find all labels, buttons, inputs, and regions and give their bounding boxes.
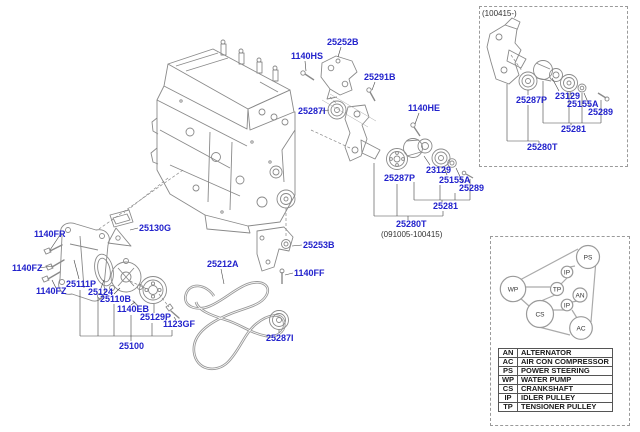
pulley-code-an: AN (575, 292, 584, 299)
belt-routing-box (490, 236, 630, 426)
part-label-25129P: 25129P (140, 312, 172, 322)
legend-name: TENSIONER PULLEY (517, 402, 613, 412)
part-label-091005100415: (091005-100415) (381, 230, 443, 239)
part-label-1140HE: 1140HE (408, 103, 441, 113)
part-label-1123GF: 1123GF (163, 319, 196, 329)
pulley-code-cs: CS (535, 311, 545, 318)
part-label-25280T: 25280T (527, 142, 558, 152)
part-label-25289: 25289 (459, 183, 485, 193)
part-label-25253B: 25253B (303, 240, 335, 250)
part-label-25280T: 25280T (396, 219, 427, 229)
pulley-circle-ip (560, 298, 574, 312)
mount-bracket-25252B-drawing (300, 55, 376, 120)
belt-routing-diagram: PS IP WP TP AN IP CS AC (499, 244, 601, 340)
late-tensioner-assembly-drawing (486, 17, 610, 102)
water-pump-assembly-drawing (58, 222, 167, 304)
pulley-code-tp: TP (553, 286, 561, 293)
serpentine-belt-drawing (184, 281, 286, 371)
pulley-code-wp: WP (508, 286, 518, 293)
part-label-100415: (100415-) (482, 9, 517, 18)
bracket-25253B-drawing (256, 226, 294, 284)
pulley-circle-tp (549, 281, 565, 297)
part-label-25281: 25281 (561, 124, 587, 134)
legend-code: TP (498, 402, 518, 412)
connector-lines (79, 81, 602, 341)
late-production-box (479, 6, 628, 167)
part-label-25155A: 25155A (567, 99, 599, 109)
pulley-circle-wp (499, 275, 527, 303)
idler-pulley-lower-drawing (269, 310, 289, 330)
bolts-left-drawing (41, 244, 180, 319)
tensioner-assembly-drawing (344, 104, 474, 179)
part-label-25124: 25124 (88, 287, 114, 297)
pulley-code-ps: PS (584, 254, 593, 261)
part-label-25130G: 25130G (139, 223, 172, 233)
part-label-25287I: 25287I (298, 106, 326, 116)
part-label-25287P: 25287P (384, 173, 416, 183)
part-label-25212A: 25212A (207, 259, 239, 269)
part-label-1140FZ: 1140FZ (12, 263, 43, 273)
pulley-code-ac: AC (576, 325, 585, 332)
part-label-1140FF: 1140FF (294, 268, 325, 278)
leader-lines (38, 46, 591, 333)
part-label-25291B: 25291B (364, 72, 396, 82)
part-label-25287P: 25287P (516, 95, 548, 105)
dashed-reference-lines (98, 54, 523, 308)
pulley-layer: PS IP WP TP AN IP CS AC (499, 244, 601, 340)
pulley-circle-cs (525, 299, 555, 329)
alignment-lines (321, 93, 377, 128)
engine-block-illustration (150, 39, 296, 234)
gasket-25130G-drawing (107, 209, 134, 247)
part-label-25110B: 25110B (100, 294, 132, 304)
pulley-code-ip: IP (564, 269, 570, 276)
part-label-1140FZ: 1140FZ (36, 286, 67, 296)
part-label-23129: 23129 (555, 91, 581, 101)
pulley-circle-ps (575, 244, 601, 270)
part-label-23129: 23129 (426, 165, 452, 175)
part-label-25281: 25281 (433, 201, 459, 211)
part-label-1140EB: 1140EB (117, 304, 150, 314)
part-label-25252B: 25252B (327, 37, 359, 47)
part-label-25289: 25289 (588, 107, 614, 117)
part-label-25287I: 25287I (266, 333, 294, 343)
pulley-code-ip: IP (564, 302, 570, 309)
pulley-circle-ac (569, 316, 593, 340)
part-label-1140HS: 1140HS (291, 51, 324, 61)
part-label-25111P: 25111P (66, 279, 97, 289)
pulley-circle-an (572, 287, 588, 303)
pulley-circle-ip (560, 265, 574, 279)
part-label-25155A: 25155A (439, 175, 471, 185)
part-label-1140FR: 1140FR (34, 229, 66, 239)
belt-routing-lines (517, 248, 597, 336)
part-label-25100: 25100 (119, 341, 145, 351)
